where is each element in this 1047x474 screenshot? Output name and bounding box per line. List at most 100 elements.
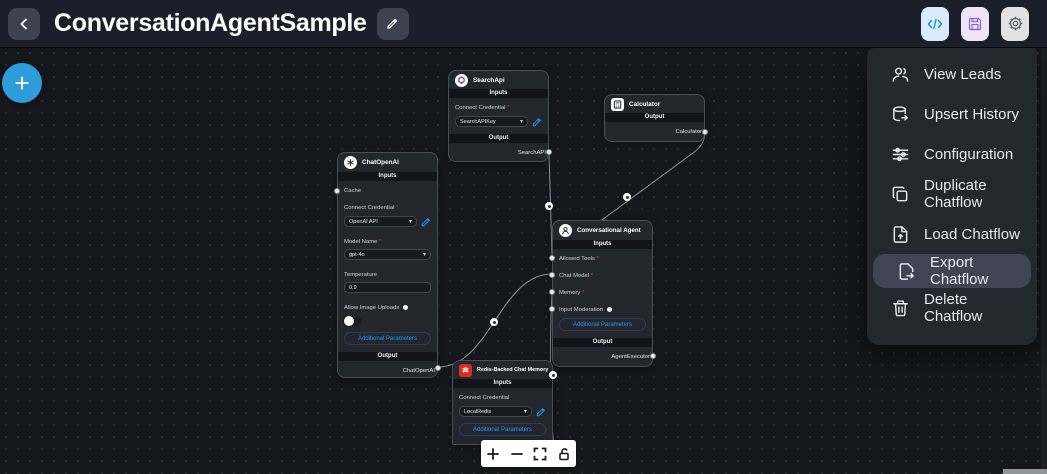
cache-input-label: Cache (344, 188, 362, 194)
memory-label: Memory * (559, 290, 585, 296)
chevron-down-icon: ▾ (422, 252, 426, 258)
credential-select[interactable]: SearchAPIKey ▾ (455, 116, 528, 127)
settings-button[interactable] (1001, 6, 1029, 41)
save-button[interactable] (961, 6, 989, 41)
required-mark: * (590, 273, 594, 279)
info-icon[interactable] (403, 304, 409, 310)
chevron-down-icon: ▾ (408, 219, 412, 225)
lock-icon[interactable] (557, 446, 572, 461)
credential-select[interactable]: LocalRedis ▾ (459, 406, 532, 417)
credential-select[interactable]: OpenAI API ▾ (344, 216, 417, 227)
chat-model-label: Chat Model * (559, 273, 594, 279)
horizontal-scrollbar-thumb[interactable] (1003, 469, 1047, 474)
output-section-label: Output (338, 352, 437, 361)
fit-view-icon[interactable] (533, 446, 548, 461)
output-section-label: Output (449, 134, 548, 143)
allow-image-uploads-label: Allow Image Uploads (344, 304, 431, 312)
api-code-button[interactable] (921, 6, 949, 41)
edge-button[interactable] (490, 318, 498, 326)
copy-icon (892, 186, 908, 201)
edit-credential-icon[interactable] (532, 117, 542, 127)
output-anchor-dot[interactable] (650, 353, 656, 359)
memory-anchor-dot[interactable] (549, 289, 555, 295)
code-icon (927, 18, 943, 29)
pencil-icon (387, 18, 398, 29)
inputs-section-label: Inputs (453, 379, 552, 388)
info-icon[interactable] (607, 306, 613, 312)
output-anchor-label: Calculator (675, 129, 702, 135)
inputs-section-label: Inputs (338, 172, 437, 181)
additional-parameters-button[interactable]: Additional Parameters (459, 423, 546, 436)
output-anchor-dot[interactable] (702, 129, 708, 135)
input-moderation-anchor-dot[interactable] (549, 306, 555, 312)
model-select[interactable]: gpt-4o ▾ (344, 249, 431, 260)
file-export-icon (899, 262, 914, 280)
floppy-disk-icon (968, 17, 982, 30)
menu-item-label: Duplicate Chatflow (924, 177, 987, 211)
node-title: Calculator (629, 100, 661, 108)
node-header: Calculator (605, 95, 704, 113)
back-button[interactable] (8, 7, 40, 40)
output-anchor-label: ChatOpenAI (402, 368, 435, 374)
edit-credential-icon[interactable] (536, 407, 546, 417)
output-anchor-dot[interactable] (546, 149, 552, 155)
node-searchapi[interactable]: SearchApi Inputs Connect Credential * Se… (448, 70, 552, 162)
chatflow-title: ConversationAgentSample (54, 9, 367, 37)
edit-credential-icon[interactable] (421, 217, 431, 227)
agent-logo-icon (559, 224, 572, 237)
menu-item-view-leads[interactable]: View Leads (867, 54, 1037, 94)
menu-item-export-chatflow[interactable]: Export Chatflow (873, 254, 1031, 288)
menu-item-label: Export Chatflow (930, 254, 989, 288)
credential-value: OpenAI API (349, 218, 378, 225)
node-title: SearchApi (473, 76, 505, 84)
allow-image-uploads-toggle[interactable] (344, 316, 362, 326)
gear-icon (1008, 16, 1022, 31)
node-chatopenai[interactable]: ChatOpenAI Inputs Cache Connect Credenti… (334, 152, 441, 378)
required-mark: * (596, 256, 599, 262)
menu-item-configuration[interactable]: Configuration (867, 134, 1037, 174)
node-header: Redis-Backed Chat Memory (453, 361, 552, 379)
output-section-label: Output (553, 338, 652, 347)
temperature-label: Temperature (344, 272, 378, 278)
edge-button[interactable] (545, 202, 553, 210)
output-anchor-label: AgentExecutor (611, 354, 650, 360)
chevron-down-icon: ▾ (523, 409, 527, 415)
node-redis-memory[interactable]: Redis-Backed Chat Memory Inputs Connect … (452, 360, 553, 445)
inputs-section-label: Inputs (449, 89, 548, 98)
input-moderation-label: Input Moderation (559, 306, 646, 314)
vertical-scrollbar[interactable] (1041, 47, 1047, 474)
credential-value: LocalRedis (464, 408, 492, 415)
searchapi-logo-icon (455, 73, 468, 87)
required-mark: * (581, 290, 585, 296)
zoom-out-icon[interactable] (509, 446, 524, 461)
additional-parameters-button[interactable]: Additional Parameters (344, 332, 431, 345)
output-anchor-dot[interactable] (435, 365, 441, 371)
cache-input-anchor-dot[interactable] (334, 188, 340, 194)
edge-button[interactable] (623, 193, 631, 201)
required-mark: * (379, 239, 382, 245)
menu-item-duplicate-chatflow[interactable]: Duplicate Chatflow (867, 174, 1037, 214)
menu-item-label: Configuration (924, 145, 1014, 163)
menu-item-upsert-history[interactable]: Upsert History (867, 94, 1037, 134)
node-header: Conversational Agent (553, 221, 652, 240)
additional-parameters-button[interactable]: Additional Parameters (559, 318, 646, 331)
edit-title-button[interactable] (376, 7, 409, 40)
chat-model-anchor-dot[interactable] (549, 272, 555, 278)
redis-logo-icon (459, 363, 472, 377)
menu-item-label: Load Chatflow (924, 225, 1020, 243)
credential-label: Connect Credential * (344, 205, 399, 211)
temperature-input[interactable]: 0.9 (344, 282, 431, 293)
credential-value: SearchAPIKey (460, 118, 496, 125)
node-calculator[interactable]: Calculator Output Calculator (604, 94, 708, 142)
add-node-button[interactable]: + (2, 63, 42, 103)
menu-item-label: Delete Chatflow (924, 291, 983, 325)
node-title: ChatOpenAI (362, 159, 399, 166)
node-header: SearchApi (449, 71, 548, 89)
menu-item-load-chatflow[interactable]: Load Chatflow (867, 214, 1037, 254)
menu-item-delete-chatflow[interactable]: Delete Chatflow (867, 288, 1037, 328)
allowed-tools-anchor-dot[interactable] (549, 255, 555, 261)
node-conversational-agent[interactable]: Conversational Agent Inputs Allowed Tool… (549, 220, 656, 367)
file-upload-icon (893, 225, 908, 243)
zoom-in-icon[interactable] (485, 446, 500, 461)
edge-button[interactable] (549, 371, 557, 379)
